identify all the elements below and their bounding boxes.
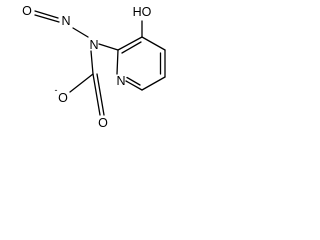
bond-namine-ccarboxyl (90, 50, 94, 75)
bond-ccarboxyl-odouble-2 (96, 73, 105, 116)
bond-ccarboxyl-odouble (92, 73, 101, 116)
bond-ccarboxyl-ominus (69, 73, 94, 93)
bond-c6-n1 (125, 80, 143, 91)
bond-c5-c6 (141, 76, 166, 91)
bond-c2-c3 (117, 36, 143, 51)
hydroxyl-label: HO (133, 5, 152, 19)
bond-c2-namine (98, 43, 119, 51)
structure-diagram: HO O N N O - O N (22, 4, 166, 130)
pyridine-nitrogen-label: N (116, 74, 125, 88)
carboxylate-charge-label: - (55, 85, 58, 95)
nitroso-nitrogen-label: N (61, 14, 70, 28)
amine-nitrogen-label: N (89, 38, 98, 52)
bonds (34, 10, 166, 116)
carboxylate-oxygen-label: O (58, 91, 68, 105)
bond-c6-n1-inner (126, 76, 141, 86)
bond-namine-nnitroso (72, 27, 89, 38)
carbonyl-oxygen-label: O (98, 116, 108, 130)
bond-c2-c3-inner (121, 41, 142, 54)
atom-labels: HO O N N O - O N (22, 4, 152, 130)
bond-nnitroso-o (34, 10, 59, 19)
bond-c3-c4 (141, 36, 166, 51)
nitroso-oxygen-label: O (22, 4, 32, 18)
bond-nnitroso-o-2 (34, 14, 60, 23)
bond-n1-c2 (116, 49, 119, 75)
